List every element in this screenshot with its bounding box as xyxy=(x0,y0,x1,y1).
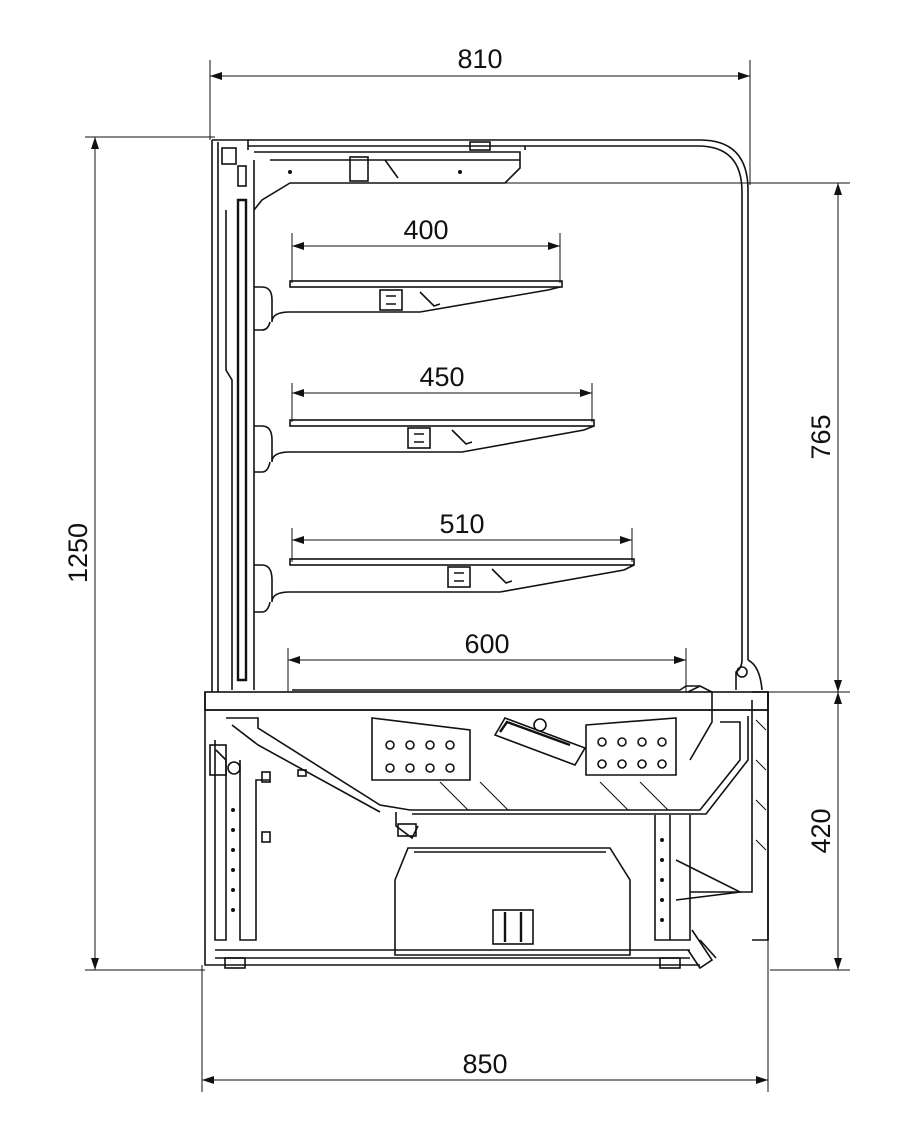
dimension-label-base-height: 420 xyxy=(806,808,836,853)
dimension-base-width: 850 xyxy=(201,940,769,1092)
dimension-label-shelf-1: 400 xyxy=(403,215,448,245)
left-frame xyxy=(209,740,307,941)
dimension-label-base-width: 850 xyxy=(462,1049,507,1079)
dimension-label-upper-height: 765 xyxy=(806,414,836,459)
dimension-total-height: 1250 xyxy=(63,136,215,971)
dimension-label-top-width: 810 xyxy=(457,44,502,74)
dimension-base-height: 420 xyxy=(770,692,850,971)
base-floor xyxy=(204,929,717,970)
dimension-top-width: 810 xyxy=(209,44,751,185)
shelf-1 xyxy=(254,280,563,331)
compressor-unit xyxy=(394,847,631,956)
dimension-shelf-3: 510 xyxy=(291,509,633,562)
dimension-shelf-2: 450 xyxy=(291,362,593,422)
dimension-label-shelf-2: 450 xyxy=(419,362,464,392)
right-frame xyxy=(654,815,691,941)
dimension-shelf-1: 400 xyxy=(291,215,561,283)
dimension-label-shelf-3: 510 xyxy=(439,509,484,539)
right-frame-bolts xyxy=(660,838,664,922)
evaporator-tub xyxy=(226,716,749,840)
dimension-label-total-height: 1250 xyxy=(63,523,93,583)
base-deck xyxy=(204,685,769,940)
front-right-panel xyxy=(675,685,769,941)
shelf-3 xyxy=(254,558,635,613)
cabinet-upper-frame xyxy=(211,139,763,692)
fan-holes-right xyxy=(597,737,667,769)
dimension-base-shelf: 600 xyxy=(287,629,687,692)
dimension-label-base-shelf: 600 xyxy=(464,629,509,659)
shelf-2 xyxy=(254,419,595,473)
dimension-upper-height: 765 xyxy=(750,182,850,693)
fan-holes-left xyxy=(385,740,455,773)
left-frame-bolts xyxy=(231,808,235,912)
